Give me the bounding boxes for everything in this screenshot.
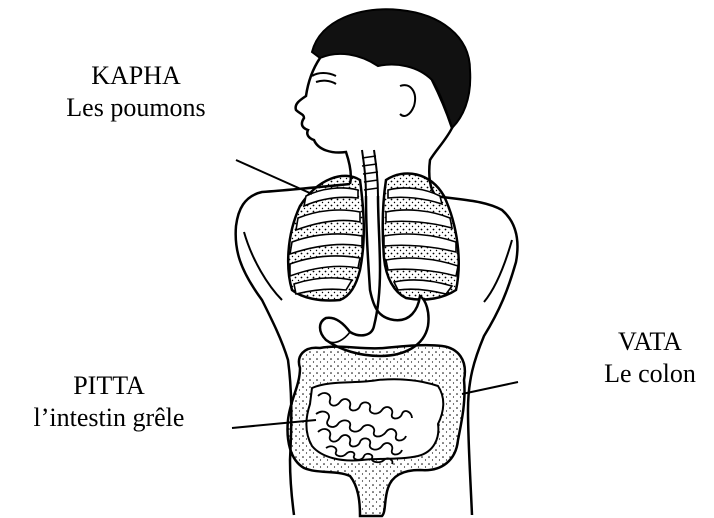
- vata-label: VATA Le colon: [586, 326, 714, 390]
- vata-dosha-name: VATA: [586, 326, 714, 358]
- pitta-label: PITTA l’intestin grêle: [4, 370, 214, 434]
- vata-organ-name: Le colon: [586, 358, 714, 390]
- pitta-organ-name: l’intestin grêle: [4, 402, 214, 434]
- kapha-leader-line: [236, 160, 312, 194]
- ear: [400, 85, 415, 116]
- head: [296, 58, 351, 184]
- eye: [316, 81, 336, 84]
- kapha-label: KAPHA Les poumons: [36, 60, 236, 124]
- kapha-dosha-name: KAPHA: [36, 60, 236, 92]
- kapha-organ-name: Les poumons: [36, 92, 236, 124]
- pitta-dosha-name: PITTA: [4, 370, 214, 402]
